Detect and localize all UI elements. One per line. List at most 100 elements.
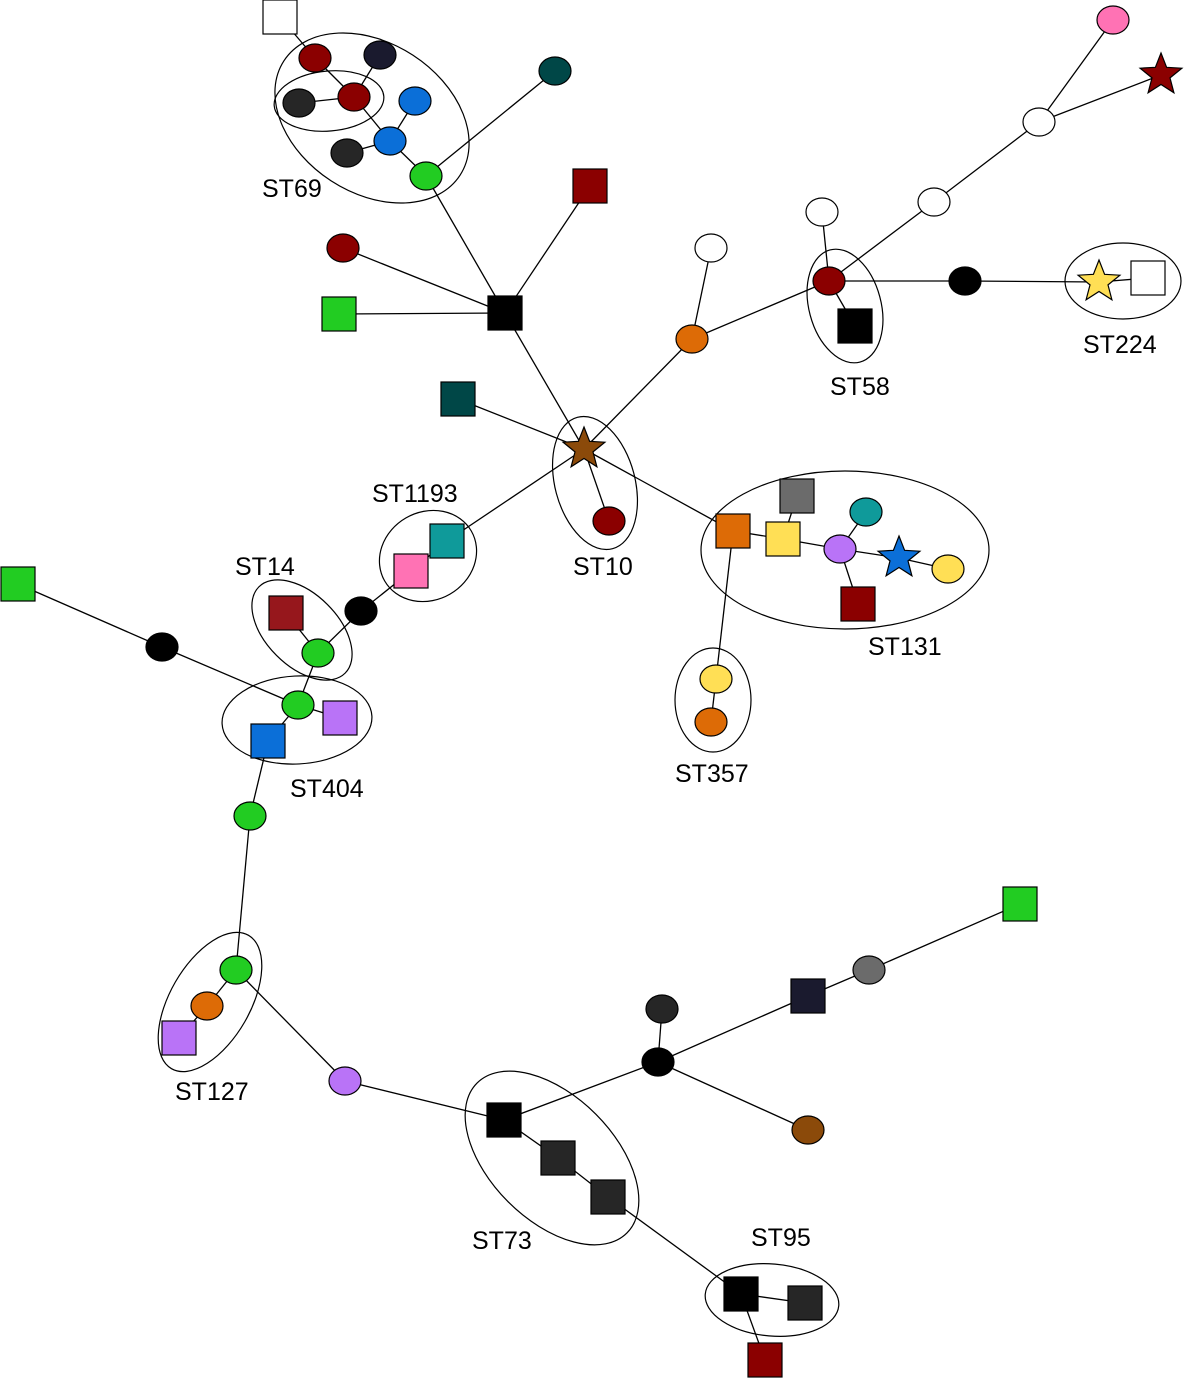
node-star-dark-red-n26 <box>1138 51 1184 95</box>
edge-n9-n14 <box>425 175 506 314</box>
cluster-label-st69: ST69 <box>262 175 322 203</box>
node-circle-dark-red-n5 <box>337 82 371 112</box>
edge-n24-n25 <box>1038 19 1114 123</box>
node-square-white-n29 <box>1130 260 1166 296</box>
node-circle-charcoal-n58 <box>645 994 679 1024</box>
node-circle-blue-n6 <box>398 86 432 116</box>
node-circle-green-n34 <box>301 638 335 668</box>
cluster-label-st1193: ST1193 <box>372 480 458 508</box>
node-square-charcoal-n57 <box>590 1179 626 1215</box>
cluster-label-st10: ST10 <box>573 553 633 581</box>
node-square-black-n55 <box>486 1102 522 1138</box>
node-circle-green-n37 <box>281 690 315 720</box>
node-star-yellow-n28 <box>1076 258 1122 302</box>
cluster-label-st224: ST224 <box>1083 331 1157 359</box>
cluster-outline-st1193 <box>378 509 478 603</box>
edge-n35-n36 <box>17 583 163 648</box>
node-square-dark-teal-n15 <box>440 381 476 417</box>
edge-n59-n60 <box>657 995 809 1063</box>
node-square-charcoal-n56 <box>540 1140 576 1176</box>
node-circle-yellow-n49 <box>699 664 733 694</box>
node-circle-black-n59 <box>641 1047 675 1077</box>
node-square-white-n1 <box>262 0 298 35</box>
cluster-label-st73: ST73 <box>472 1227 532 1255</box>
edge-n21-n23 <box>828 201 935 282</box>
node-circle-gray-n61 <box>852 955 886 985</box>
node-circle-orange-n52 <box>190 991 224 1021</box>
cluster-outline-st404 <box>221 675 373 765</box>
node-square-yellow-n43 <box>765 521 801 557</box>
edge-n61-n62 <box>868 903 1021 971</box>
node-circle-blue-n7 <box>373 126 407 156</box>
node-square-maroon-n33 <box>268 595 304 631</box>
cluster-outline-st58 <box>806 248 884 364</box>
edge-n41-n49 <box>715 530 734 680</box>
node-square-black-n14 <box>487 295 523 331</box>
node-circle-yellow-n47 <box>931 554 965 584</box>
cluster-label-st404: ST404 <box>290 775 364 803</box>
node-square-black-n22 <box>837 308 873 344</box>
node-circle-charcoal-n8 <box>330 138 364 168</box>
cluster-outline-st95 <box>704 1263 840 1337</box>
node-square-purple-n53 <box>161 1020 197 1056</box>
node-circle-orange-n19 <box>675 324 709 354</box>
edge-n13-n14 <box>338 312 506 315</box>
node-square-green-n35 <box>0 566 36 602</box>
cluster-labels-layer: ST69 ST58 ST224 ST10 ST1193 ST14 ST131 S… <box>175 175 1157 1255</box>
node-star-brown-n16 <box>561 425 607 469</box>
edge-n55-n59 <box>503 1061 659 1121</box>
node-circle-dark-red-n2 <box>298 43 332 73</box>
node-square-green-n62 <box>1002 886 1038 922</box>
cluster-outline-st10 <box>551 415 639 551</box>
node-square-orange-n41 <box>715 513 751 549</box>
node-circle-white-n24 <box>1022 107 1056 137</box>
node-square-dark-red-n48 <box>840 586 876 622</box>
cluster-label-st14: ST14 <box>235 553 295 581</box>
node-star-blue-n46 <box>876 534 922 578</box>
cluster-outline-st131 <box>700 470 990 630</box>
cluster-label-st127: ST127 <box>175 1078 249 1106</box>
edge-n40-n51 <box>235 815 251 971</box>
edge-n19-n18 <box>691 247 712 340</box>
cluster-outline-st73 <box>464 1070 640 1246</box>
node-circle-green-n9 <box>409 161 443 191</box>
node-circle-navy-black-n3 <box>363 40 397 70</box>
node-square-purple-n38 <box>322 700 358 736</box>
cluster-label-st131: ST131 <box>868 633 942 661</box>
cluster-outline-st357 <box>674 647 752 753</box>
node-circle-dark-red-n12 <box>326 233 360 263</box>
edge-n54-n55 <box>344 1080 505 1121</box>
edge-n16-n41 <box>583 448 734 532</box>
cluster-label-st95: ST95 <box>751 1224 811 1252</box>
edges-layer <box>17 16 1162 1361</box>
edge-n14-n16 <box>504 312 585 450</box>
cluster-outline-st69-inner <box>273 70 385 132</box>
edge-n16-n30 <box>446 448 585 542</box>
node-circle-white-n23 <box>917 187 951 217</box>
cluster-outline-st14 <box>251 579 353 681</box>
node-circle-teal-n44 <box>849 497 883 527</box>
node-circle-black-n27 <box>948 266 982 296</box>
node-circle-white-n18 <box>694 233 728 263</box>
node-circle-charcoal-n4 <box>282 88 316 118</box>
node-circle-brown-n63 <box>791 1115 825 1145</box>
node-circle-black-n32 <box>344 596 378 626</box>
node-circle-green-n51 <box>219 955 253 985</box>
cluster-label-st58: ST58 <box>830 373 890 401</box>
node-square-black-n64 <box>723 1276 759 1312</box>
node-circle-dark-teal-n10 <box>538 56 572 86</box>
node-square-navy-black-n60 <box>790 978 826 1014</box>
cluster-outline-st127 <box>157 931 263 1073</box>
edge-n16-n19 <box>583 338 693 450</box>
edge-n12-n14 <box>342 247 506 314</box>
node-circle-black-n36 <box>145 632 179 662</box>
cluster-outline-st69 <box>274 32 470 204</box>
node-square-dark-red-n66 <box>747 1342 783 1378</box>
edge-n24-n26 <box>1038 74 1162 123</box>
node-circle-pink-n25 <box>1096 5 1130 35</box>
edge-n23-n24 <box>933 121 1040 203</box>
edge-n57-n64 <box>607 1196 742 1295</box>
node-square-teal-n30 <box>429 523 465 559</box>
